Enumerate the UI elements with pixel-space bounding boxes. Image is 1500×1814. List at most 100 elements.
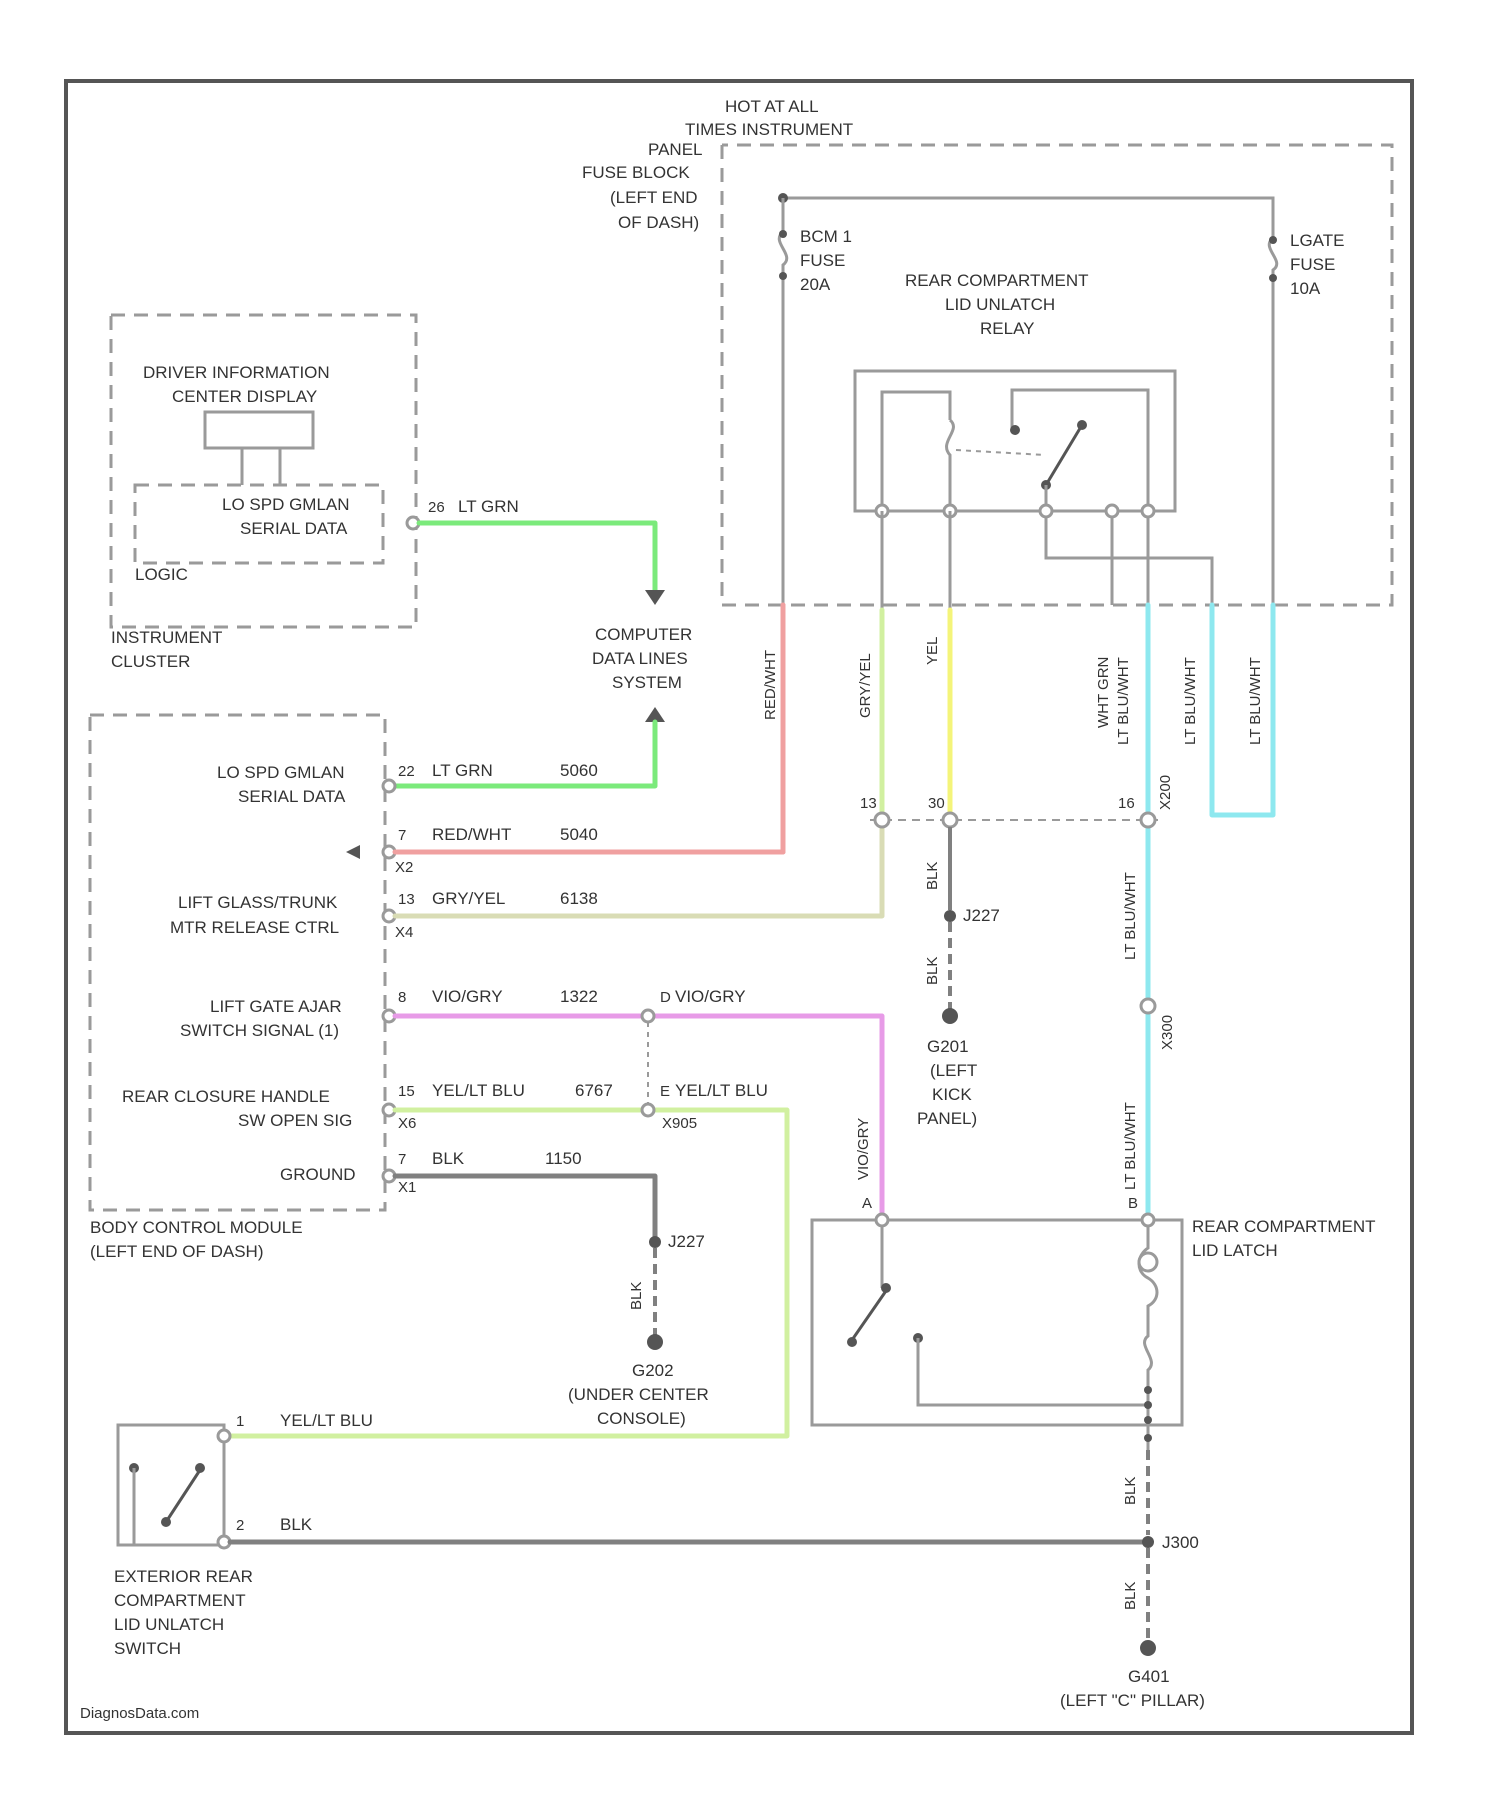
latch-node-2: [1144, 1401, 1152, 1409]
bcm-fuse-top-node: [779, 230, 787, 238]
watermark: DiagnosData.com: [80, 1705, 199, 1722]
relay-label-2: LID UNLATCH: [945, 295, 1055, 314]
pin-13-label: 13: [860, 795, 877, 812]
connector-x200-label: X200: [1157, 775, 1174, 810]
panel-label: PANEL: [648, 140, 703, 159]
inline-connector-d: [642, 1010, 654, 1022]
handle-label-1: REAR CLOSURE HANDLE: [122, 1087, 330, 1106]
cdl-label-1: COMPUTER: [595, 625, 692, 644]
lift-wire: GRY/YEL: [432, 889, 505, 908]
latch-pin-b-label: B: [1128, 1195, 1138, 1212]
g202-wire-color: BLK: [628, 1282, 645, 1310]
splice-j227: [944, 910, 956, 922]
left-end-label: (LEFT END: [610, 188, 698, 207]
bcm-lo-wire: LT GRN: [432, 761, 493, 780]
ic-wire-color: LT GRN: [458, 497, 519, 516]
lift-label-1: LIFT GLASS/TRUNK: [178, 893, 338, 912]
g201-label-2: (LEFT: [930, 1061, 977, 1080]
cdl-label-3: SYSTEM: [612, 673, 682, 692]
bcm-label-1: BODY CONTROL MODULE: [90, 1218, 303, 1237]
wht-grn-vertical-label: WHT GRN: [1095, 657, 1112, 728]
splice-j227-label: J227: [963, 906, 1000, 925]
switch-pin-2-label: 2: [236, 1517, 244, 1534]
ic-serial-data-label-2: SERIAL DATA: [240, 519, 348, 538]
lt-blu-lower-label-1: LT BLU/WHT: [1122, 872, 1139, 960]
ground-label: GROUND: [280, 1165, 356, 1184]
ground-circuit: 1150: [545, 1149, 582, 1168]
g401-label-1: G401: [1128, 1667, 1170, 1686]
ajar-inline-pin: D: [660, 989, 671, 1006]
ajar-circuit: 1322: [560, 987, 598, 1006]
times-label: TIMES INSTRUMENT: [685, 120, 853, 139]
inline-connector-e: [642, 1104, 654, 1116]
lt-blu-vertical-label-1: LT BLU/WHT: [1115, 657, 1132, 745]
bcm-lo-label-2: SERIAL DATA: [238, 787, 346, 806]
ground-g401: [1140, 1640, 1156, 1656]
lgate-fuse-top-node: [1269, 236, 1277, 244]
relay-pin-87: [1040, 505, 1052, 517]
g202-label-1: G202: [632, 1361, 674, 1380]
bcm-lo-circuit: 5060: [560, 761, 598, 780]
fuse-block-label: FUSE BLOCK: [582, 163, 690, 182]
bcm-rw-pin: 7: [398, 827, 406, 844]
g201-wire-color-1: BLK: [924, 862, 941, 890]
vio-gry-lower-label: VIO/GRY: [855, 1118, 872, 1180]
lt-blu-vertical-label-2: LT BLU/WHT: [1182, 657, 1199, 745]
g201-wire-color-2: BLK: [924, 957, 941, 985]
ic-label-1: INSTRUMENT: [111, 628, 222, 647]
exterior-switch-pivot: [161, 1517, 171, 1527]
hot-label: HOT AT ALL: [725, 97, 819, 116]
relay-contact-fixed: [1010, 425, 1020, 435]
bcm-rw-wire: RED/WHT: [432, 825, 511, 844]
relay-switch-tip: [1077, 420, 1087, 430]
relay-common-lead: [1046, 485, 1212, 605]
handle-circuit: 6767: [575, 1081, 613, 1100]
fuse-block-outline: [722, 145, 1392, 605]
switch-label-1: EXTERIOR REAR: [114, 1567, 253, 1586]
exterior-switch-tip: [195, 1463, 205, 1473]
bcm-lo-pin: 22: [398, 763, 415, 780]
gry-yel-vertical-label: GRY/YEL: [857, 653, 874, 718]
ground-g202: [647, 1334, 663, 1350]
bcm-rw-circuit: 5040: [560, 825, 598, 844]
latch-pin-a-label: A: [862, 1195, 872, 1212]
handle-inline-connector: X905: [662, 1115, 697, 1132]
dic-label-2: CENTER DISPLAY: [172, 387, 317, 406]
latch-node-4: [1144, 1434, 1152, 1442]
ajar-label-2: SWITCH SIGNAL (1): [180, 1021, 339, 1040]
relay-switch-blade: [1046, 425, 1082, 485]
latch-return-line: [918, 1338, 1148, 1405]
bcm-fuse-rating: 20A: [800, 275, 831, 294]
ajar-label-1: LIFT GATE AJAR: [210, 997, 342, 1016]
g201-label-4: PANEL): [917, 1109, 977, 1128]
connector-x200-pin-13: [875, 813, 889, 827]
latch-node-1: [1144, 1386, 1152, 1394]
splice-j227-bcm: [649, 1236, 661, 1248]
yel-vertical-label: YEL: [924, 637, 941, 665]
lgate-fuse-name: LGATE: [1290, 231, 1344, 250]
handle-label-2: SW OPEN SIG: [238, 1111, 352, 1130]
cdl-arrow-down: [645, 590, 665, 605]
relay-label-3: RELAY: [980, 319, 1035, 338]
connector-x200-pin-30: [943, 813, 957, 827]
wire-ic-lt-grn: [419, 523, 655, 590]
g202-label-2: (UNDER CENTER: [568, 1385, 709, 1404]
latch-switch-blade: [852, 1288, 888, 1340]
handle-wire: YEL/LT BLU: [432, 1081, 525, 1100]
ic-serial-data-label-1: LO SPD GMLAN: [222, 495, 350, 514]
latch-switch-pivot: [881, 1283, 891, 1293]
bcm-rw-connector: X2: [395, 859, 413, 876]
bcm-label-2: (LEFT END OF DASH): [90, 1242, 263, 1261]
splice-j227-bcm-label: J227: [668, 1232, 705, 1251]
latch-box: [812, 1220, 1182, 1425]
relay-pin-30: [1106, 505, 1118, 517]
g201-label-3: KICK: [932, 1085, 972, 1104]
dic-label-1: DRIVER INFORMATION: [143, 363, 330, 382]
lift-circuit: 6138: [560, 889, 598, 908]
ajar-inline-wire: VIO/GRY: [675, 987, 746, 1006]
switch-pin-1-label: 1: [236, 1413, 244, 1430]
splice-j300: [1142, 1536, 1154, 1548]
switch-label-2: COMPARTMENT: [114, 1591, 246, 1610]
pin-30-label: 30: [928, 795, 945, 812]
